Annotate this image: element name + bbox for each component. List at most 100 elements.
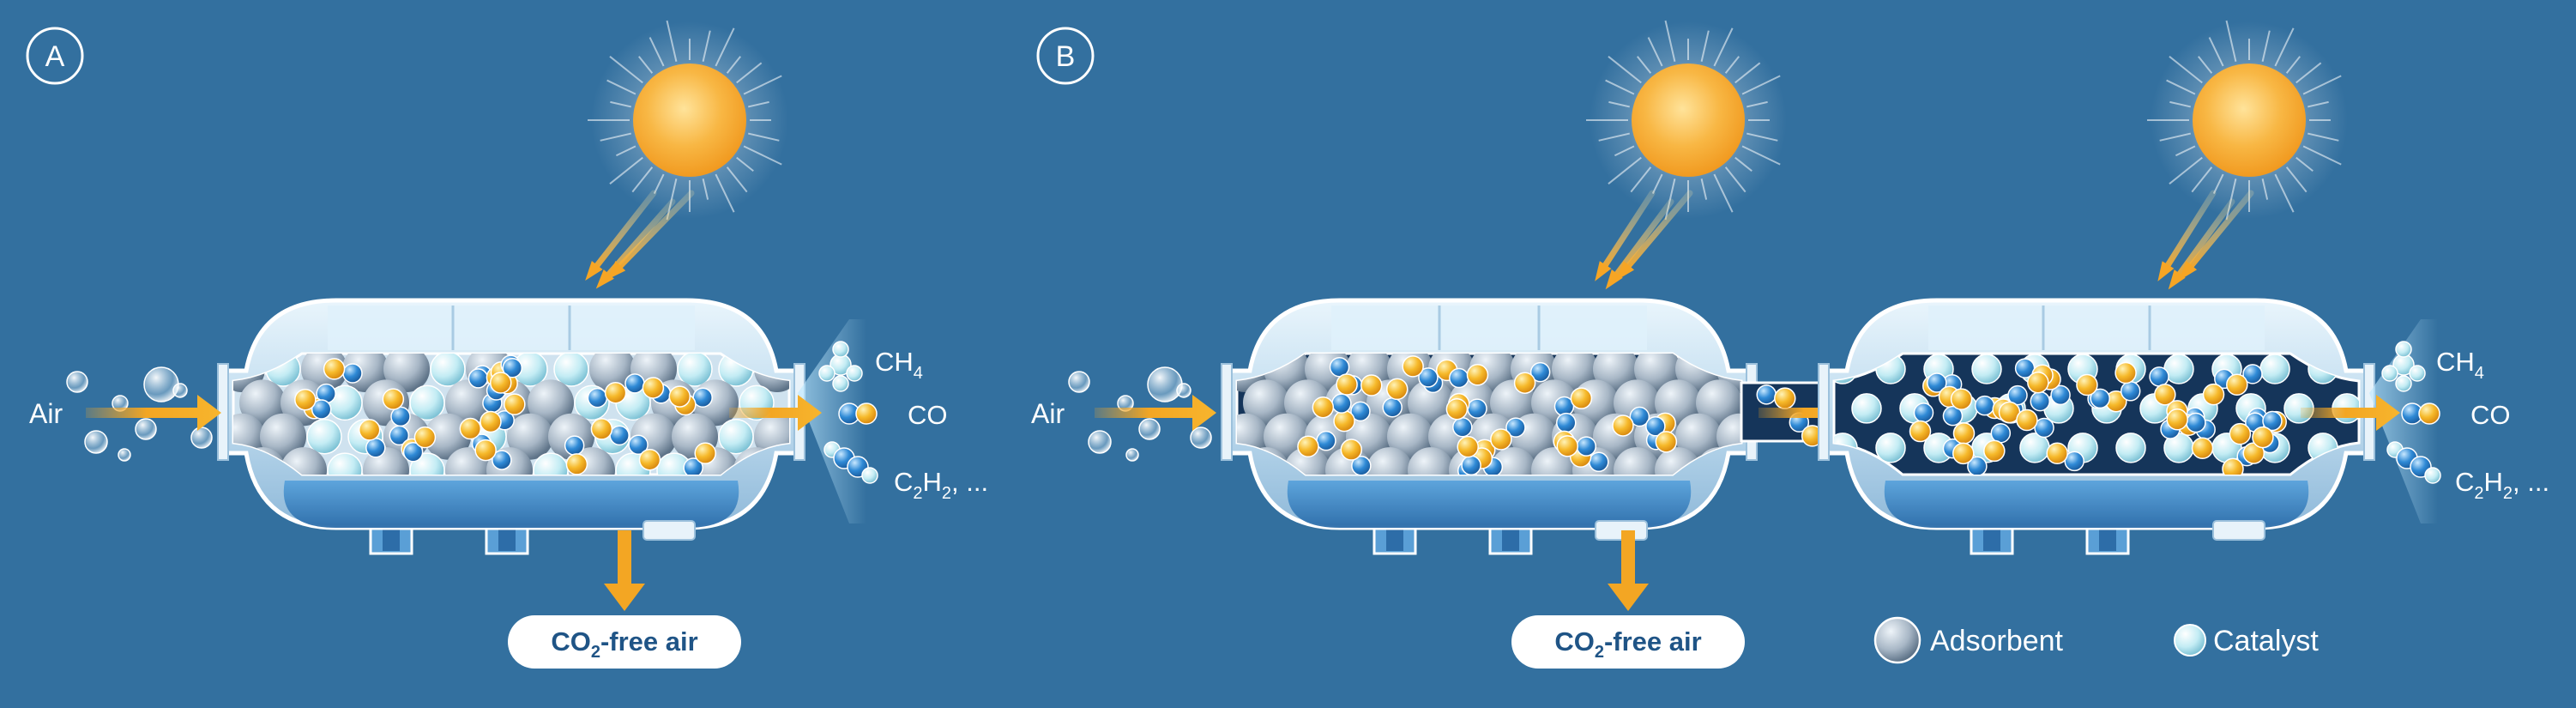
co-molecule-icon — [2186, 412, 2206, 433]
product-molecules-icon — [818, 341, 878, 484]
co-molecule-icon — [1974, 395, 1995, 416]
co2-molecule-icon — [590, 418, 613, 440]
bed-particles — [1237, 354, 1741, 475]
co-molecule-icon — [342, 363, 363, 384]
inlet-arrow-icon — [1095, 395, 1216, 431]
co-molecule-icon — [587, 387, 608, 408]
co-molecule-icon — [624, 373, 645, 394]
adsorbent-particle — [1634, 354, 1680, 392]
co2-molecule-icon — [565, 453, 588, 475]
co2-molecule-icon — [2046, 442, 2068, 464]
co2-free-air-pill — [1511, 615, 1745, 669]
co-molecule-icon — [2120, 381, 2141, 402]
co-molecule-icon — [1418, 367, 1439, 388]
bubble — [66, 371, 88, 393]
co-molecule-icon — [468, 368, 489, 389]
svg-text:A: A — [45, 40, 65, 73]
adsorbent-particle — [383, 354, 430, 392]
bubble — [1068, 371, 1090, 393]
co2-molecule-icon — [490, 372, 512, 394]
co2-molecule-icon — [358, 419, 381, 441]
catalyst-swatch-icon — [2174, 624, 2206, 657]
co2-molecule-icon — [2191, 437, 2214, 459]
catalyst-particle — [1971, 354, 2002, 384]
adsorbent-particle — [1655, 447, 1701, 475]
adsorbent-particle — [1490, 447, 1536, 475]
bubble — [1147, 366, 1183, 402]
bubble — [1176, 383, 1191, 398]
co2-molecule-icon — [1333, 409, 1355, 433]
co2-molecule-icon — [1297, 435, 1319, 458]
adsorbent-particle — [1408, 379, 1454, 427]
svg-text:B: B — [1056, 40, 1076, 73]
co2-molecule-icon — [1612, 415, 1634, 437]
legend-item-adsorbent: Adsorbent — [1873, 616, 2064, 664]
drain-nozzle — [642, 520, 696, 541]
bubble — [1125, 448, 1139, 462]
air-inlet-a: Air — [29, 366, 221, 462]
co-molecule-icon — [2050, 384, 2071, 406]
sun-icon — [1586, 20, 1787, 290]
adsorbent-particle — [1243, 379, 1289, 427]
panel-b-label: B — [1036, 27, 1095, 85]
adsorbent-particle — [260, 413, 306, 460]
products-output-b: CH4 CO C2H2, ... — [2301, 319, 2549, 523]
co2-molecule-icon — [694, 442, 716, 464]
co2-free-air-label: CO2-free air — [551, 626, 697, 662]
adsorbent-particle — [1552, 354, 1598, 392]
co2-molecule-icon — [1570, 387, 1593, 409]
down-arrow-icon — [1608, 530, 1649, 611]
product-label-ch4: CH4 — [875, 347, 923, 383]
co-molecule-icon — [2090, 388, 2110, 409]
co-molecule-icon — [2034, 417, 2054, 439]
co-molecule-icon — [1629, 406, 1650, 427]
adsorbent-particle — [239, 379, 286, 427]
co-molecule-icon — [2262, 410, 2283, 432]
co-molecule-icon — [1351, 455, 1372, 475]
catalyst-particle — [2259, 354, 2290, 384]
co2-molecule-icon — [2114, 361, 2137, 384]
reactor-vessel — [217, 298, 805, 555]
co-molecule-icon — [1942, 405, 1964, 427]
catalyst-particle — [409, 452, 445, 475]
legend-label-catalyst: Catalyst — [2213, 625, 2319, 657]
bubble — [1088, 430, 1112, 454]
adsorbent-particle — [1593, 354, 1639, 392]
co2-molecule-icon — [1402, 355, 1424, 378]
co-molecule-icon — [2064, 451, 2084, 472]
co2-molecule-icon — [504, 393, 526, 415]
co-molecule-icon — [1756, 384, 1777, 405]
catalyst-particle — [1851, 393, 1882, 424]
adsorbent-particle — [589, 354, 636, 392]
co2-molecule-icon — [1445, 397, 1469, 421]
co-molecule-icon — [1461, 455, 1481, 475]
co2-molecule-icon — [1655, 431, 1678, 453]
catalyst-particle — [409, 384, 445, 421]
co-molecule-icon — [1576, 436, 1597, 457]
co-molecule-icon — [1529, 361, 1551, 383]
co2-molecule-icon — [604, 381, 627, 404]
co2-molecule-icon — [2222, 457, 2244, 475]
inlet-flange — [1818, 363, 1830, 461]
co-molecule-icon — [1350, 401, 1371, 422]
catalyst-particle — [553, 354, 589, 387]
co-molecule-icon — [1449, 367, 1469, 389]
co2-molecule-icon — [642, 377, 665, 399]
adsorbent-swatch-icon — [1873, 616, 1921, 664]
ch4-molecule-icon — [2409, 365, 2426, 382]
sun-icon — [2147, 20, 2348, 290]
co2-molecule-icon — [1952, 422, 1976, 445]
co2-molecule-icon — [1983, 439, 2006, 463]
bubble — [1190, 427, 1212, 449]
adsorbent-particle — [425, 413, 471, 460]
co2-molecule-icon — [2229, 422, 2252, 445]
co-molecule-icon — [2030, 390, 2051, 412]
co-molecule-icon — [2418, 402, 2440, 425]
catalyst-reactor-vessel — [1818, 298, 2375, 555]
catalyst-particle — [677, 354, 713, 387]
co-molecule-icon — [1645, 415, 1666, 437]
co2-molecule-icon — [294, 388, 317, 411]
product-molecules-icon — [2381, 341, 2441, 484]
co-molecule-icon — [628, 434, 649, 456]
co-molecule-icon — [502, 357, 523, 378]
